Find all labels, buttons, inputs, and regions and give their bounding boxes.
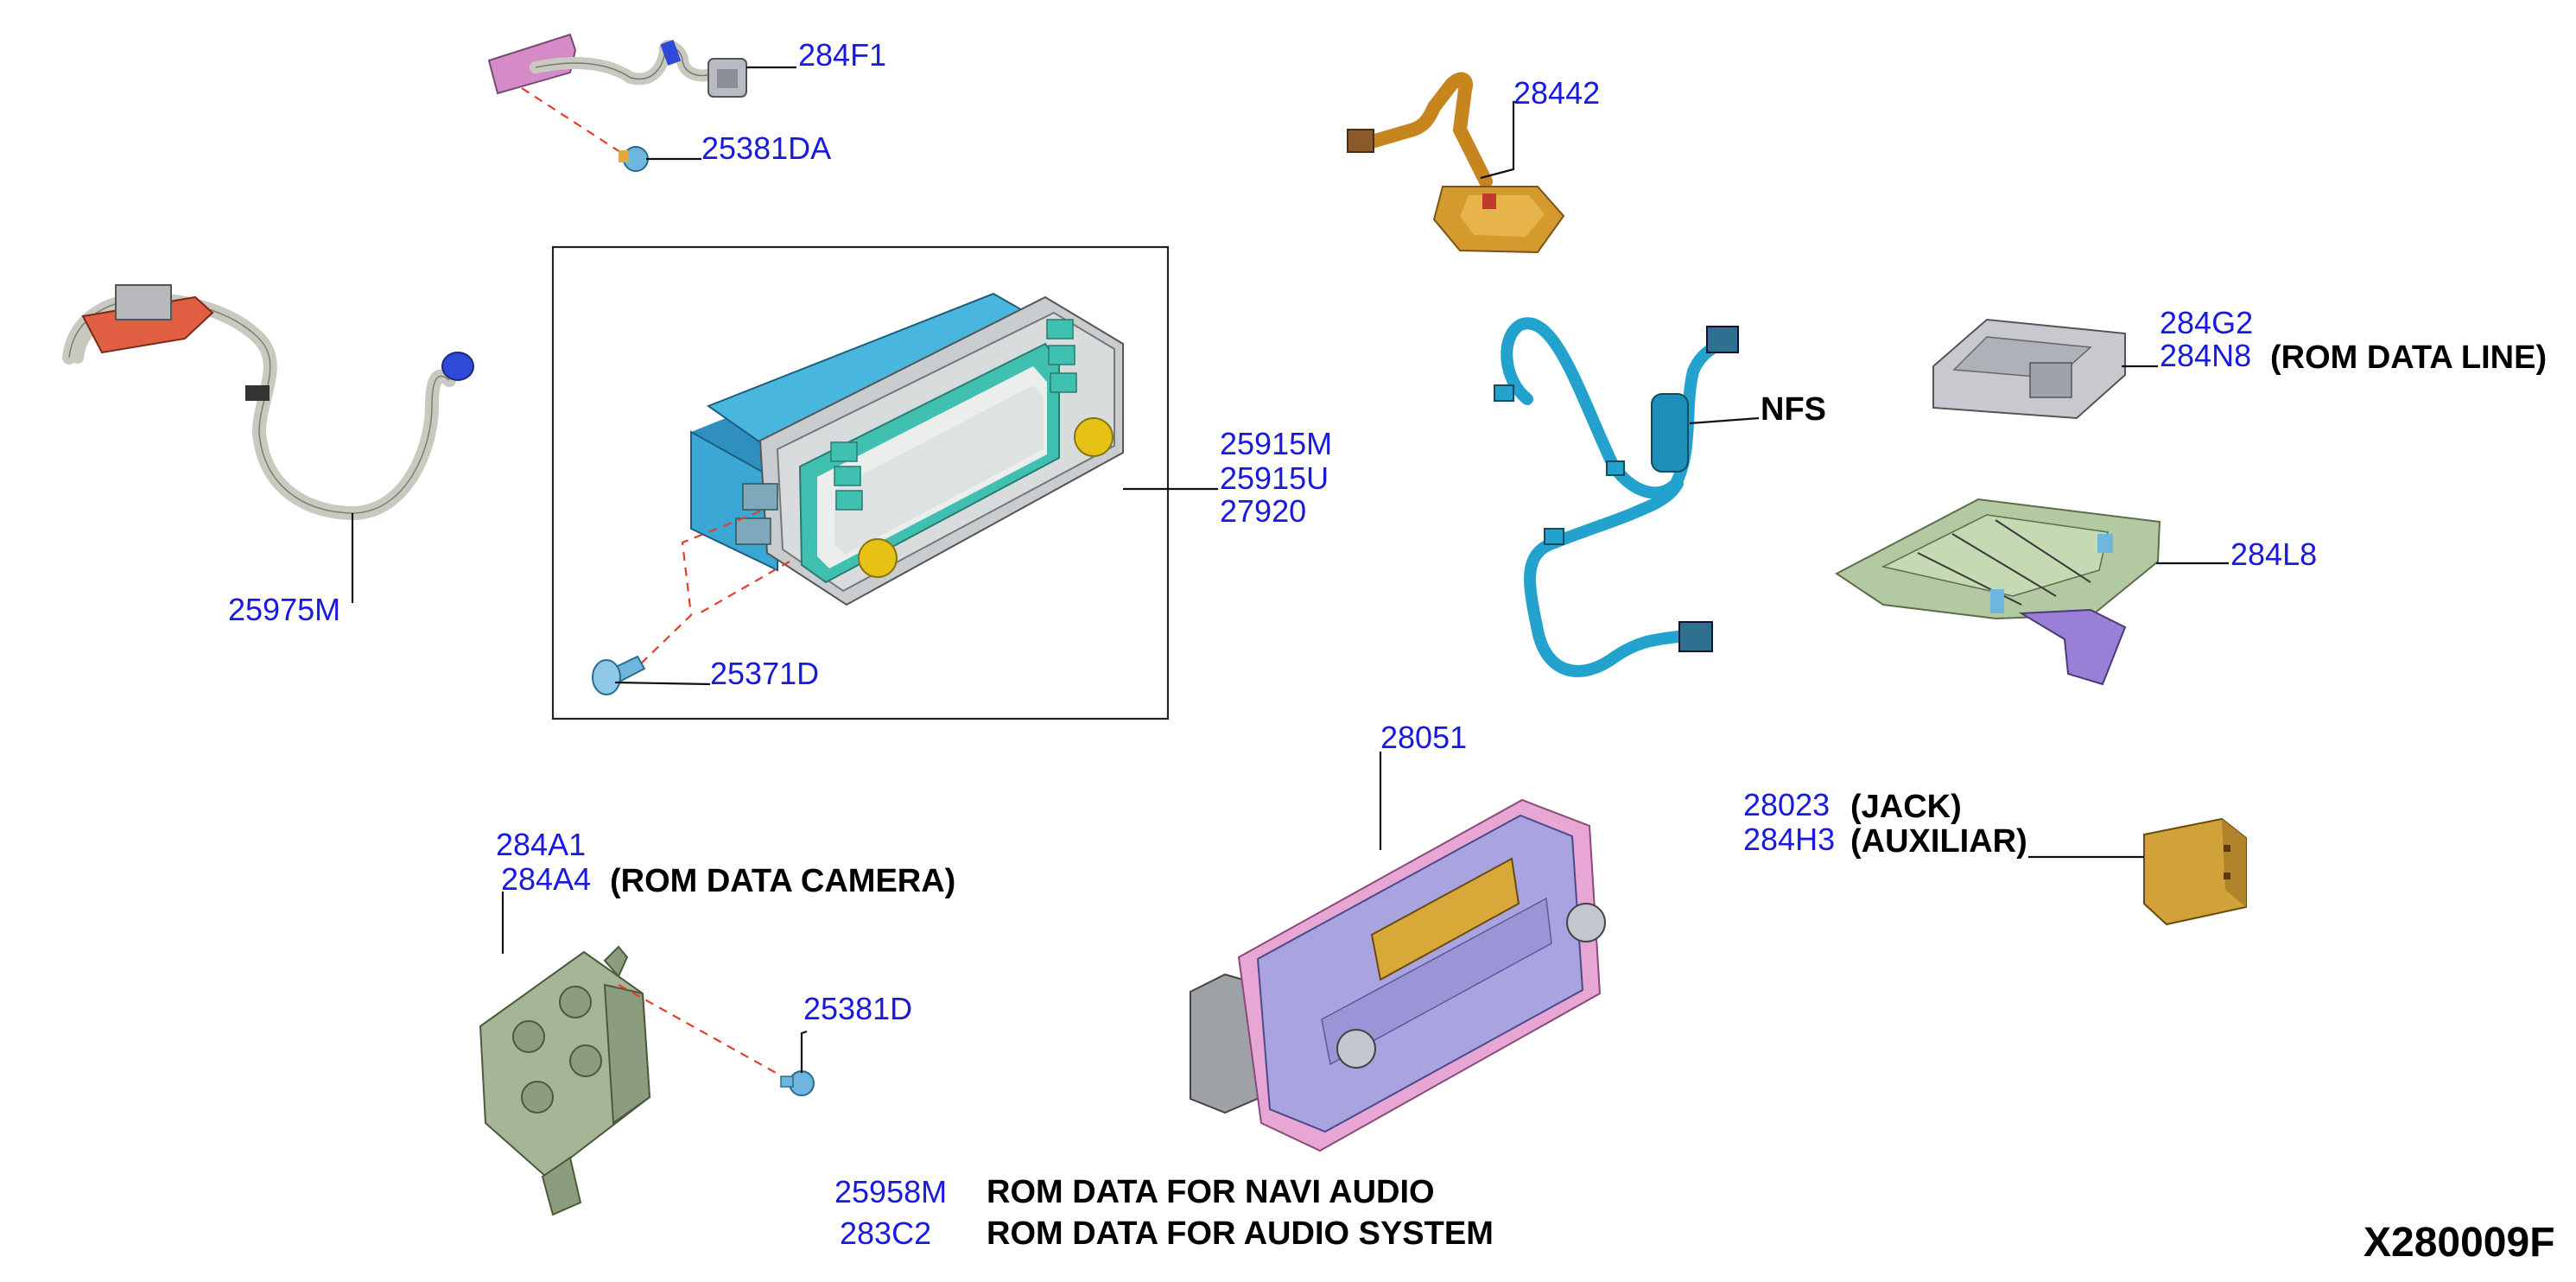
screw-icon — [592, 655, 646, 695]
part-number-283c2: 283C2 — [840, 1215, 931, 1251]
connector-icon — [707, 58, 747, 98]
bracket-harness-284f1 — [487, 33, 747, 98]
note-rom-audio-system: ROM DATA FOR AUDIO SYSTEM — [987, 1215, 1494, 1252]
part-number-25371d: 25371D — [710, 656, 819, 691]
bezel-icon — [1835, 498, 2161, 686]
antenna-icon — [1347, 72, 1565, 254]
note-rom-navi-audio: ROM DATA FOR NAVI AUDIO — [987, 1174, 1435, 1210]
part-number-25915m: 25915M — [1220, 426, 1332, 461]
part-number-25958m: 25958M — [834, 1174, 947, 1209]
part-number-25975m: 25975M — [228, 592, 340, 627]
part-number-25381da: 25381DA — [701, 130, 831, 166]
ecu-icon — [1932, 318, 2126, 420]
part-number-284h3: 284H3 — [1743, 822, 1835, 857]
note-nfs: NFS — [1761, 391, 1826, 428]
screw-icon — [780, 1070, 815, 1096]
part-number-284f1: 284F1 — [798, 37, 886, 73]
note-rom-data-camera: (ROM DATA CAMERA) — [610, 863, 955, 899]
part-number-25915u: 25915U — [1220, 460, 1329, 496]
aux-jack-icon — [2143, 817, 2247, 926]
audio-unit-icon — [1190, 798, 1606, 1152]
part-number-284a1: 284A1 — [496, 827, 586, 862]
note-jack: (JACK) — [1850, 789, 1962, 825]
harness-icon — [62, 284, 474, 521]
part-number-284n8: 284N8 — [2160, 338, 2251, 373]
note-auxiliar: (AUXILIAR) — [1850, 823, 2027, 860]
part-number-27920: 27920 — [1220, 493, 1306, 529]
part-number-28051: 28051 — [1380, 720, 1467, 755]
navi-unit-icon — [690, 292, 1124, 606]
part-number-284l8: 284L8 — [2230, 536, 2317, 572]
part-number-28442: 28442 — [1513, 75, 1600, 111]
part-number-25381d: 25381D — [803, 991, 912, 1026]
note-rom-data-line: (ROM DATA LINE) — [2270, 340, 2547, 376]
camera-unit-icon — [479, 945, 651, 1216]
part-number-28023: 28023 — [1743, 787, 1830, 822]
part-number-284a4: 284A4 — [501, 861, 591, 897]
diagram-code: X280009F — [2363, 1220, 2555, 1266]
nfs-cable — [1494, 317, 1739, 677]
part-number-284g2: 284G2 — [2160, 305, 2253, 340]
screw-icon — [619, 146, 649, 172]
assembly-frame — [551, 245, 1170, 720]
